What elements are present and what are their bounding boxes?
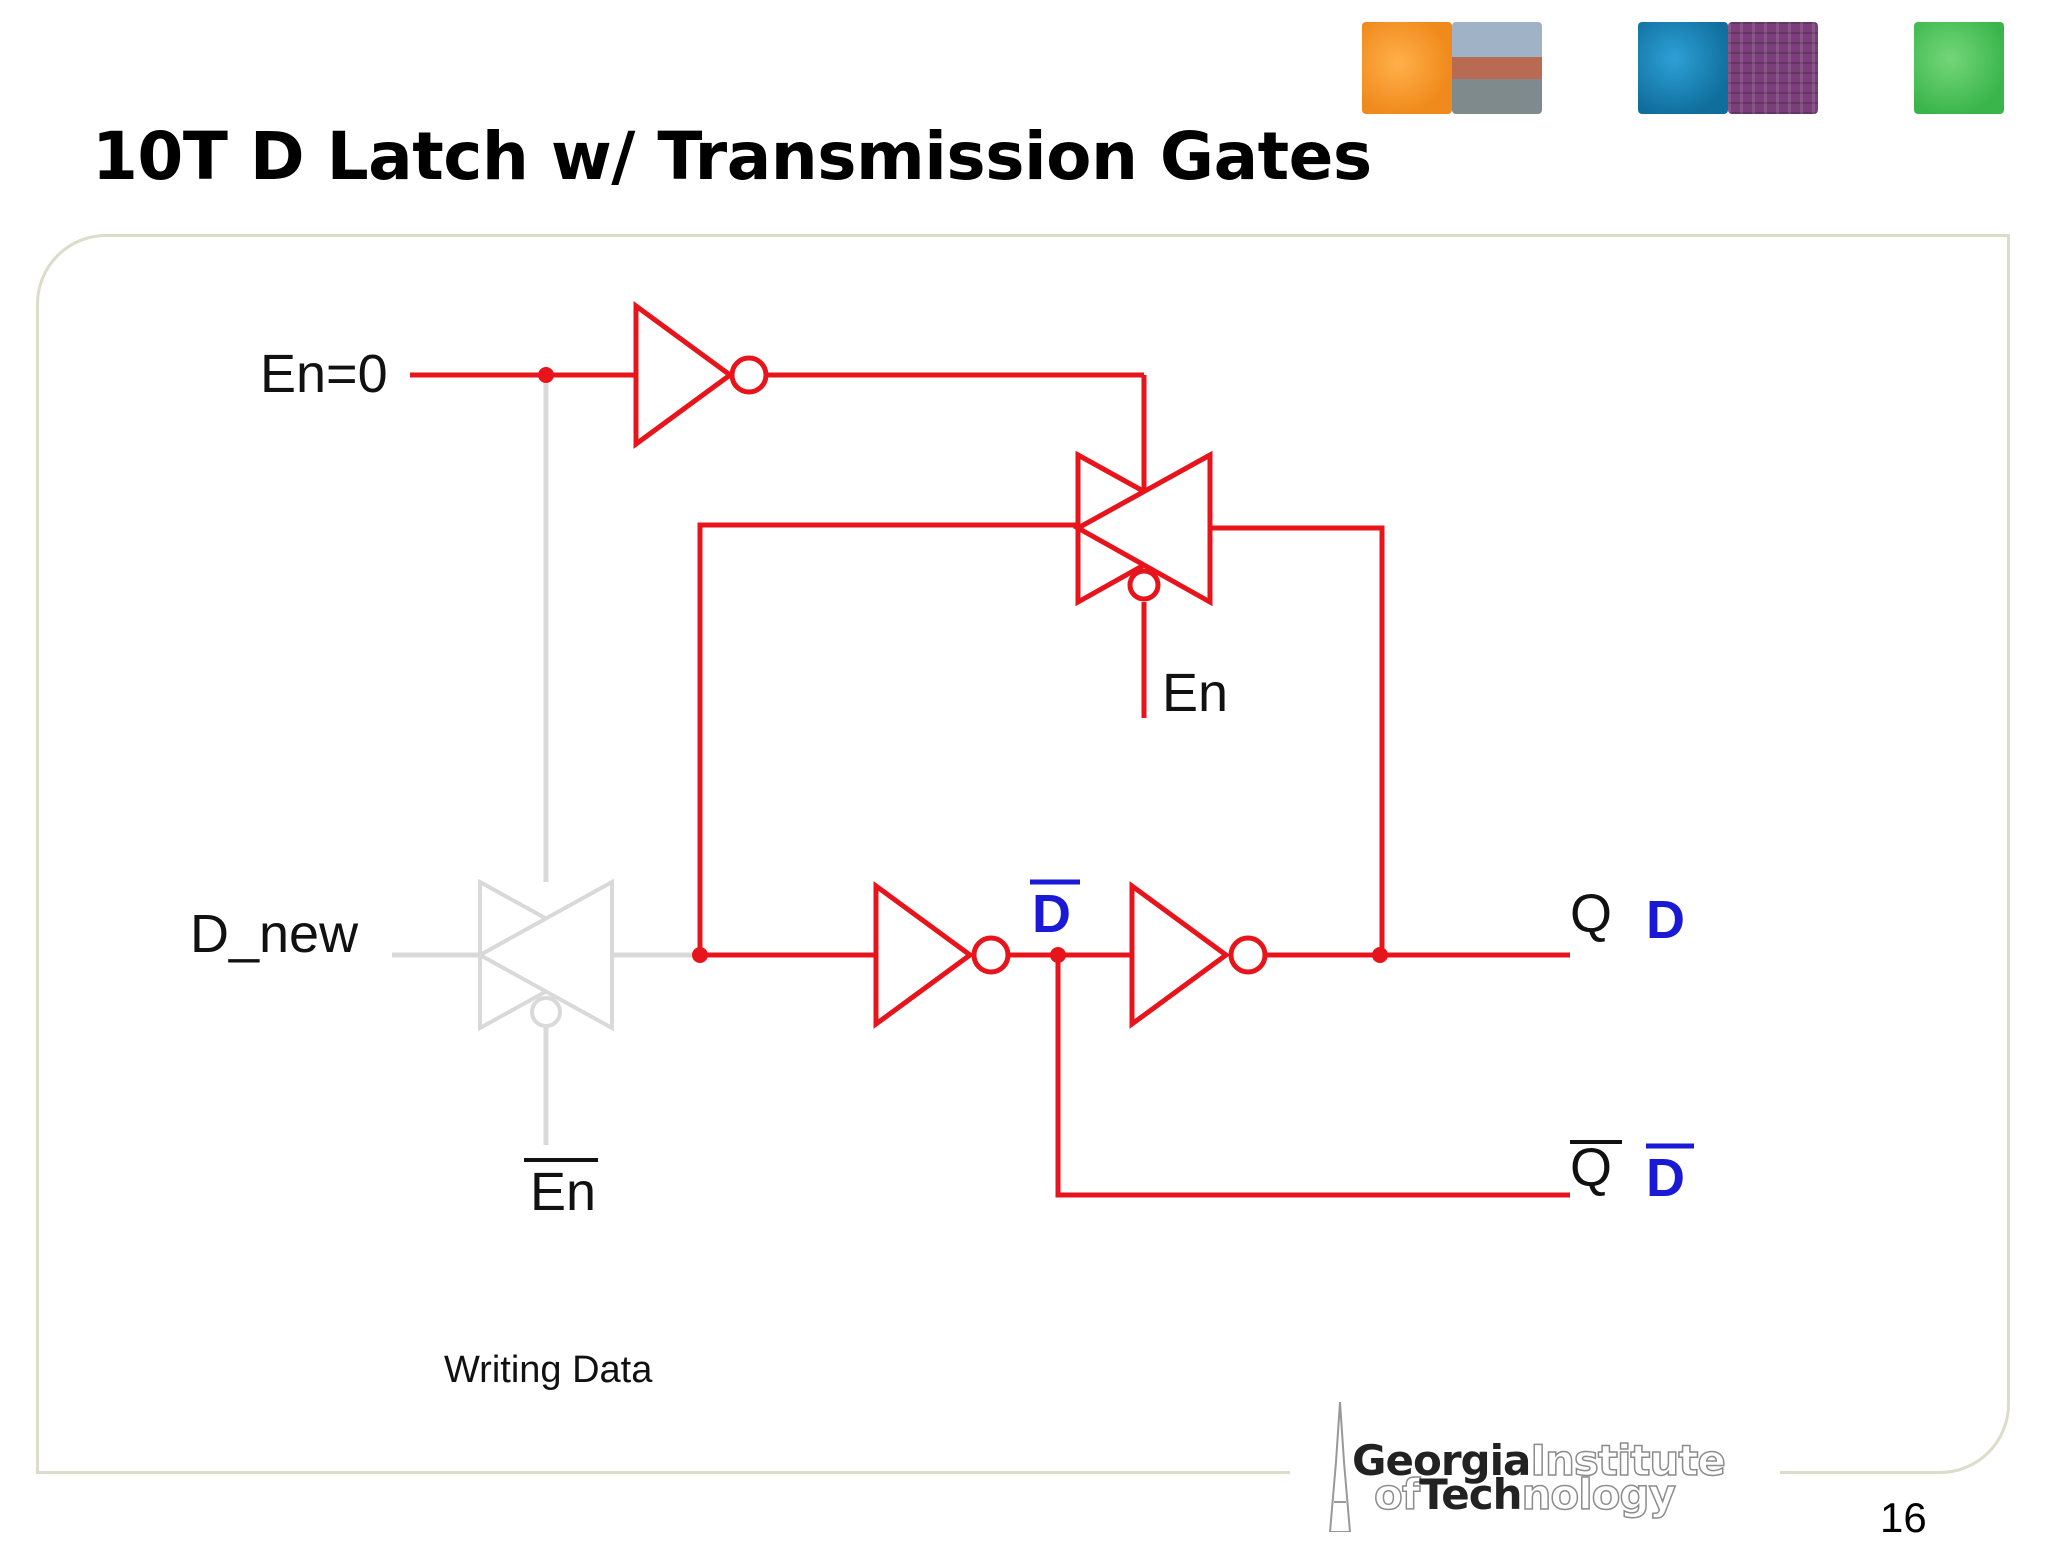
q-value-annotation: D: [1646, 890, 1685, 950]
caption-text: Writing Data: [444, 1349, 653, 1391]
content-frame: [36, 234, 2010, 1474]
input-transmission-gate: [475, 878, 617, 1032]
q-bar-value-annotation: D: [1646, 1148, 1685, 1208]
en-input-label: En=0: [260, 344, 388, 404]
georgia-tech-logo: GeorgiaInstitute ofTechnology: [1290, 1402, 1780, 1536]
active-wires: [410, 372, 1570, 1198]
d-bar-node-dot: [1050, 947, 1066, 963]
campus-photo-tile: [1452, 22, 1542, 114]
orange-tile: [1362, 22, 1452, 114]
storage-node-dot: [692, 947, 708, 963]
inverter-1: [633, 301, 769, 449]
page-number: 16: [1880, 1494, 1927, 1541]
feedback-transmission-gate: [1072, 450, 1216, 607]
q-bar-output-label: Q: [1570, 1138, 1612, 1198]
chip-photo-tile: [1728, 22, 1818, 114]
logo-line-1: GeorgiaInstitute: [1352, 1435, 1727, 1486]
inverter-3: [1129, 881, 1268, 1029]
feedback-right-wire: [1210, 525, 1385, 955]
inactive-wires: [392, 375, 700, 1145]
d-new-label: D_new: [190, 904, 359, 964]
en-bar-label: En: [530, 1162, 596, 1222]
q-bar-wire: [1055, 955, 1570, 1198]
q-node-dot: [1372, 947, 1388, 963]
en-tgate-label: En: [1162, 663, 1228, 723]
junction-dots: [538, 367, 1388, 963]
tech-tower-icon: [1328, 1402, 1352, 1532]
inverter-2: [873, 881, 1011, 1029]
feedback-left-wire: [697, 522, 1076, 955]
slide-title: 10T D Latch w/ Transmission Gates: [92, 118, 1372, 195]
logo-line-2: ofTechnology: [1373, 1469, 1676, 1520]
en-junction-dot: [538, 367, 554, 383]
blue-tile: [1638, 22, 1728, 114]
green-tile: [1914, 22, 2004, 114]
d-bar-annotation: D: [1032, 884, 1071, 944]
q-output-label: Q: [1570, 884, 1612, 944]
